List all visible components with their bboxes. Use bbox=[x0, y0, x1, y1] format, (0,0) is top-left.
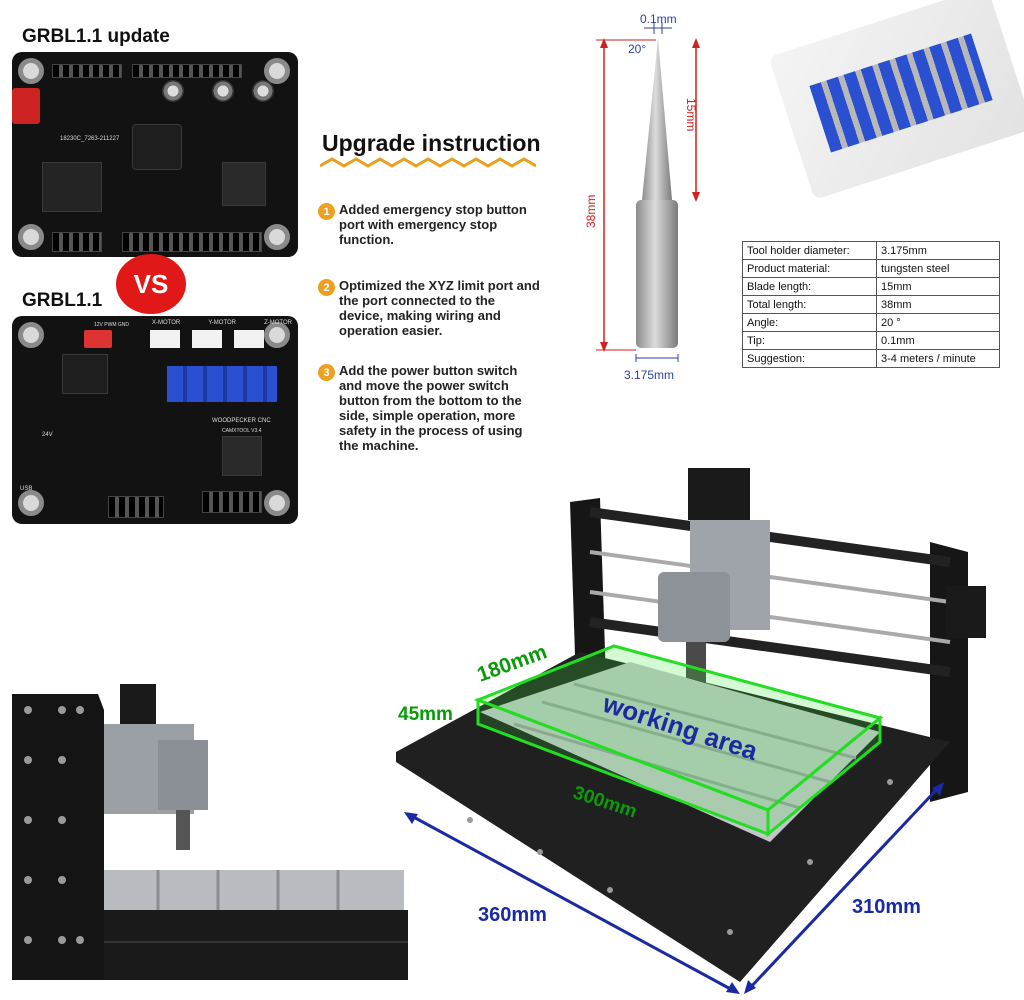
stepper-driver-heatsinks bbox=[167, 366, 277, 402]
spec-table: Tool holder diameter:3.175mm Product mat… bbox=[742, 241, 1000, 368]
mount-hole bbox=[18, 490, 44, 516]
motor-connector bbox=[192, 330, 222, 348]
cnc-machine-main-image bbox=[396, 468, 986, 994]
pin-header bbox=[202, 491, 262, 513]
mount-hole bbox=[18, 322, 44, 348]
microcontroller-chip bbox=[222, 436, 262, 476]
spec-label: Product material: bbox=[742, 259, 877, 278]
pin-header bbox=[52, 64, 122, 78]
table-row: Tip:0.1mm bbox=[742, 331, 1000, 350]
spec-value: tungsten steel bbox=[876, 259, 1000, 278]
upgrade-item-text: Optimized the XYZ limit port and the por… bbox=[339, 278, 540, 338]
mount-hole bbox=[18, 58, 44, 84]
pin-header bbox=[108, 496, 164, 518]
usb-label: USB bbox=[20, 486, 33, 492]
board-serial-text: 18230C_7263-211227 bbox=[60, 136, 120, 142]
spec-value: 3.175mm bbox=[876, 241, 1000, 260]
spec-label: Tip: bbox=[742, 331, 877, 350]
bits-in-box bbox=[809, 33, 993, 153]
pin-header bbox=[132, 64, 242, 78]
voltage-label: 24V bbox=[42, 432, 53, 438]
board-update-title: GRBL1.1 update bbox=[22, 26, 170, 47]
spec-label: Suggestion: bbox=[742, 349, 877, 368]
cnc-side-view-image bbox=[12, 684, 408, 980]
spec-label: Angle: bbox=[742, 313, 877, 332]
upgrade-title: Upgrade instruction bbox=[322, 130, 541, 156]
grbl-old-board-image: 12V PWM GND X-MOTOR Y-MOTOR Z-MOTOR WOOD… bbox=[12, 316, 298, 524]
spec-label: Blade length: bbox=[742, 277, 877, 296]
table-row: Suggestion:3-4 meters / minute bbox=[742, 349, 1000, 368]
shank-diameter-label: 3.175mm bbox=[624, 368, 675, 382]
table-row: Blade length:15mm bbox=[742, 277, 1000, 296]
total-length-label: 38mm bbox=[584, 194, 598, 228]
tip-dimension-label: 0.1mm bbox=[640, 12, 677, 26]
table-row: Angle:20 ° bbox=[742, 313, 1000, 332]
upgrade-item-text: Added emergency stop button port with em… bbox=[339, 202, 527, 247]
inductor bbox=[62, 354, 108, 394]
z-motor-label: Z-MOTOR bbox=[264, 320, 292, 326]
overall-360mm-label: 360mm bbox=[478, 904, 547, 926]
tool-box-image bbox=[768, 0, 1024, 200]
upgrade-item-2: 2 Optimized the XYZ limit port and the p… bbox=[318, 278, 540, 338]
blade-length-label: 15mm bbox=[684, 98, 698, 132]
bit-blade bbox=[642, 38, 672, 200]
mount-hole bbox=[264, 224, 290, 250]
power-switch bbox=[12, 88, 40, 124]
board-model-text: CAMXTOOL V3.4 bbox=[222, 428, 262, 434]
title-zigzag-underline bbox=[320, 157, 536, 168]
motor-labels: X-MOTOR Y-MOTOR Z-MOTOR bbox=[152, 320, 292, 326]
board-old-title: GRBL1.1 bbox=[22, 290, 103, 311]
upgrade-item-3: 3 Add the power button switch and move t… bbox=[318, 363, 540, 453]
capacitor bbox=[212, 80, 234, 102]
upgrade-item-text: Add the power button switch and move the… bbox=[339, 363, 523, 453]
mount-hole bbox=[18, 224, 44, 250]
mount-hole bbox=[264, 490, 290, 516]
microcontroller-chip bbox=[222, 162, 266, 206]
bullet-number-2: 2 bbox=[318, 279, 335, 296]
height-45mm-label: 45mm bbox=[398, 704, 453, 725]
spec-label: Total length: bbox=[742, 295, 877, 314]
table-row: Product material:tungsten steel bbox=[742, 259, 1000, 278]
capacitor bbox=[252, 80, 274, 102]
spec-value: 15mm bbox=[876, 277, 1000, 296]
spec-label: Tool holder diameter: bbox=[742, 241, 877, 260]
pwm-label: 12V PWM GND bbox=[94, 322, 130, 328]
motor-connector bbox=[150, 330, 180, 348]
mount-hole bbox=[264, 322, 290, 348]
x-motor-label: X-MOTOR bbox=[152, 320, 181, 326]
regulator bbox=[42, 162, 102, 212]
bit-shank bbox=[636, 200, 678, 348]
mount-hole bbox=[264, 58, 290, 84]
spec-value: 38mm bbox=[876, 295, 1000, 314]
grbl-update-board-image: 18230C_7263-211227 bbox=[12, 52, 298, 257]
pin-header bbox=[122, 232, 262, 252]
motor-connector bbox=[234, 330, 264, 348]
engraving-bit-diagram bbox=[596, 22, 700, 362]
power-connector bbox=[84, 330, 112, 348]
spec-value: 20 ° bbox=[876, 313, 1000, 332]
inductor bbox=[132, 124, 182, 170]
capacitor bbox=[162, 80, 184, 102]
vs-badge: VS bbox=[116, 254, 186, 314]
bullet-number-1: 1 bbox=[318, 203, 335, 220]
table-row: Tool holder diameter:3.175mm bbox=[742, 241, 1000, 260]
overall-310mm-label: 310mm bbox=[852, 896, 921, 918]
bullet-number-3: 3 bbox=[318, 364, 335, 381]
upgrade-item-1: 1 Added emergency stop button port with … bbox=[318, 202, 540, 247]
board-brand-text: WOODPECKER CNC bbox=[212, 418, 271, 424]
spec-value: 0.1mm bbox=[876, 331, 1000, 350]
table-row: Total length:38mm bbox=[742, 295, 1000, 314]
spec-value: 3-4 meters / minute bbox=[876, 349, 1000, 368]
y-motor-label: Y-MOTOR bbox=[208, 320, 236, 326]
angle-dimension-label: 20° bbox=[628, 42, 647, 56]
pin-header bbox=[52, 232, 102, 252]
